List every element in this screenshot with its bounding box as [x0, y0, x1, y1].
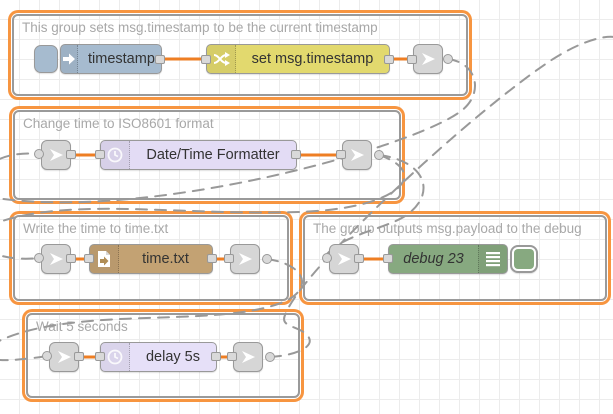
- shuffle-arrows-icon: [207, 45, 236, 73]
- timer-icon: [101, 343, 130, 371]
- change-node[interactable]: set msg.timestamp: [206, 44, 390, 74]
- list-lines-icon: [478, 245, 507, 273]
- link-port[interactable]: [322, 253, 332, 263]
- timer-icon: [101, 141, 130, 169]
- debug-enable-toggle[interactable]: [510, 245, 538, 273]
- link-port[interactable]: [34, 253, 44, 263]
- paper-plane-icon: [351, 149, 364, 161]
- inject-trigger-button[interactable]: [34, 45, 58, 73]
- input-port[interactable]: [383, 254, 393, 263]
- paper-plane-icon: [422, 53, 435, 65]
- group-label: The group outputs msg.payload to the deb…: [313, 221, 582, 236]
- paper-plane-icon: [50, 149, 63, 161]
- node-label: set msg.timestamp: [251, 51, 374, 67]
- output-port[interactable]: [74, 352, 84, 361]
- output-port[interactable]: [211, 352, 221, 361]
- node-label: time.txt: [142, 251, 189, 267]
- input-port[interactable]: [224, 254, 234, 263]
- debug-node[interactable]: debug 23: [388, 244, 508, 274]
- link-out-node[interactable]: [413, 44, 443, 74]
- node-label: Date/Time Formatter: [146, 147, 280, 163]
- output-port[interactable]: [291, 150, 301, 159]
- group-label: Wait 5 seconds: [36, 319, 128, 334]
- link-port[interactable]: [443, 54, 453, 64]
- group-label: Write the time to time.txt: [23, 221, 169, 236]
- output-port[interactable]: [207, 254, 217, 263]
- paper-plane-icon: [50, 253, 63, 265]
- link-port[interactable]: [42, 351, 52, 361]
- node-label: delay 5s: [145, 349, 200, 365]
- link-out-node[interactable]: [342, 140, 372, 170]
- link-port[interactable]: [265, 352, 275, 362]
- link-out-node[interactable]: [233, 342, 263, 372]
- arrow-right-icon: [61, 45, 78, 73]
- file-write-node[interactable]: time.txt: [89, 244, 213, 274]
- input-port[interactable]: [84, 254, 94, 263]
- debug-toggle-state: [514, 249, 534, 269]
- input-port[interactable]: [336, 150, 346, 159]
- paper-plane-icon: [239, 253, 252, 265]
- output-port[interactable]: [155, 55, 165, 64]
- output-port[interactable]: [66, 254, 76, 263]
- link-port[interactable]: [262, 254, 272, 264]
- group-label: This group sets msg.timestamp to be the …: [22, 20, 378, 35]
- link-port[interactable]: [34, 149, 44, 159]
- output-port[interactable]: [384, 55, 394, 64]
- input-port[interactable]: [407, 55, 417, 64]
- paper-plane-icon: [338, 253, 351, 265]
- inject-node[interactable]: timestamp: [60, 44, 162, 74]
- paper-plane-icon: [58, 351, 71, 363]
- input-port[interactable]: [95, 150, 105, 159]
- datetime-formatter-node[interactable]: Date/Time Formatter: [100, 140, 297, 170]
- input-port[interactable]: [95, 352, 105, 361]
- input-port[interactable]: [227, 352, 237, 361]
- delay-node[interactable]: delay 5s: [100, 342, 217, 372]
- file-out-icon: [90, 245, 119, 273]
- group-label: Change time to ISO8601 format: [23, 116, 214, 131]
- node-label: timestamp: [88, 51, 155, 67]
- node-label: debug 23: [403, 251, 464, 267]
- output-port[interactable]: [354, 254, 364, 263]
- output-port[interactable]: [66, 150, 76, 159]
- link-out-node[interactable]: [230, 244, 260, 274]
- link-port[interactable]: [374, 150, 384, 160]
- input-port[interactable]: [201, 55, 211, 64]
- paper-plane-icon: [242, 351, 255, 363]
